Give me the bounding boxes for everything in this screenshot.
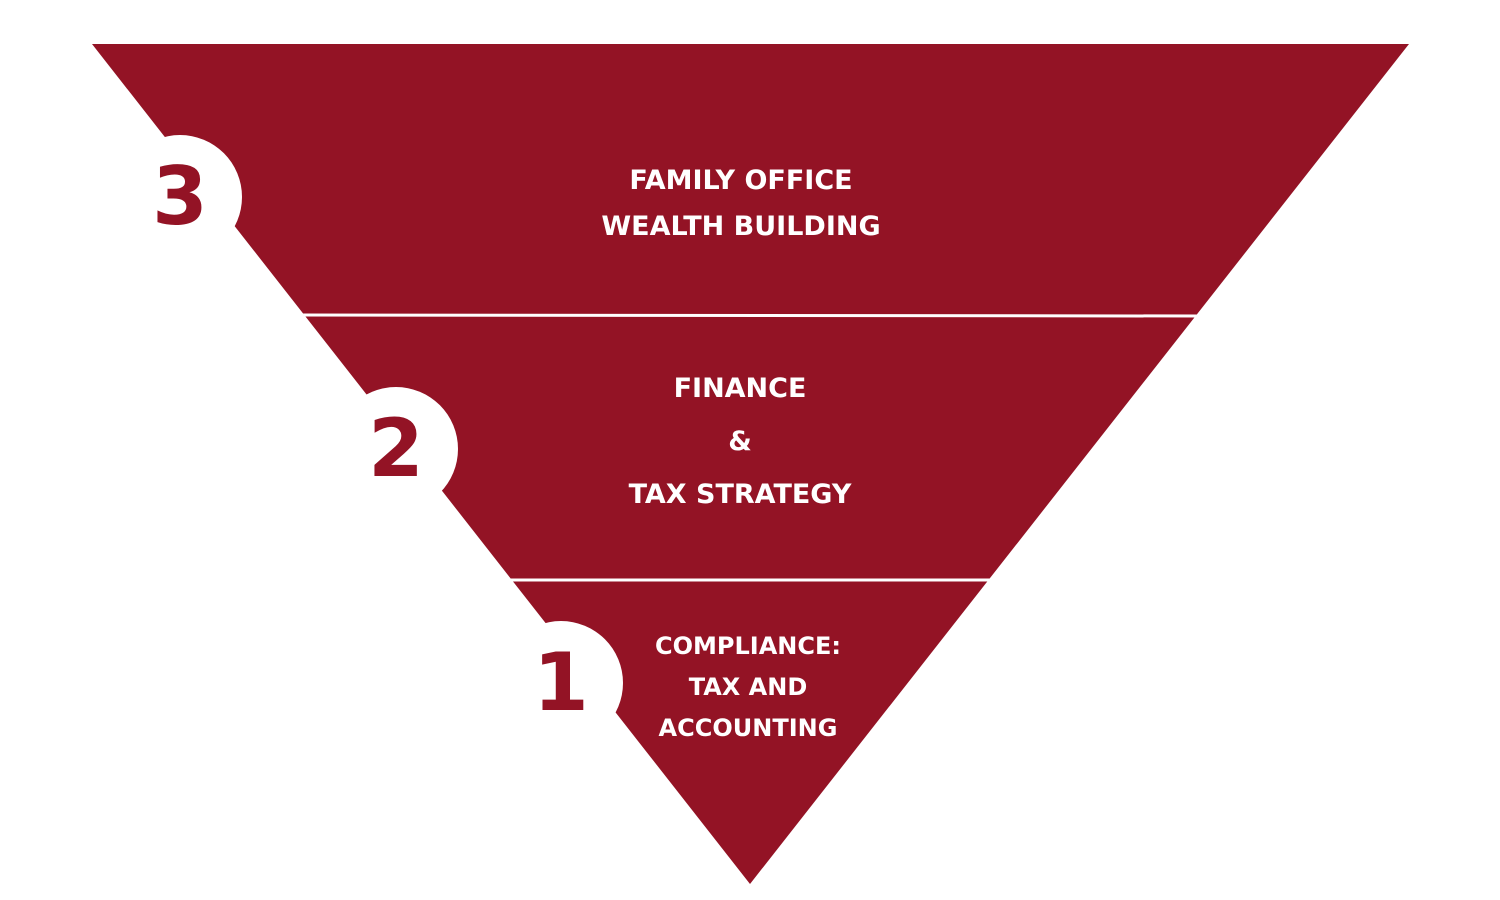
level-3-number: 3 <box>152 150 208 243</box>
level-1-line-1: COMPLIANCE: <box>655 632 841 660</box>
level-1-line-3: ACCOUNTING <box>658 714 838 742</box>
level-2-line-3: TAX STRATEGY <box>628 479 852 510</box>
level-3-line-2: WEALTH BUILDING <box>601 211 881 242</box>
triangle-shape <box>92 44 1409 884</box>
level-1-label: COMPLIANCE: TAX AND ACCOUNTING <box>655 626 841 749</box>
level-1-badge: 1 <box>499 621 623 745</box>
divider-line-top <box>299 313 1201 318</box>
level-2-line-2: & <box>728 426 752 457</box>
level-3-label: FAMILY OFFICE WEALTH BUILDING <box>601 158 880 250</box>
level-3-line-1: FAMILY OFFICE <box>629 165 853 196</box>
level-1-number: 1 <box>533 636 589 729</box>
level-2-label: FINANCE & TAX STRATEGY <box>629 362 852 521</box>
level-2-line-1: FINANCE <box>673 373 807 404</box>
level-3-badge: 3 <box>118 135 242 259</box>
level-2-number: 2 <box>368 402 424 495</box>
level-2-badge: 2 <box>334 387 458 511</box>
level-1-line-2: TAX AND <box>688 673 808 701</box>
